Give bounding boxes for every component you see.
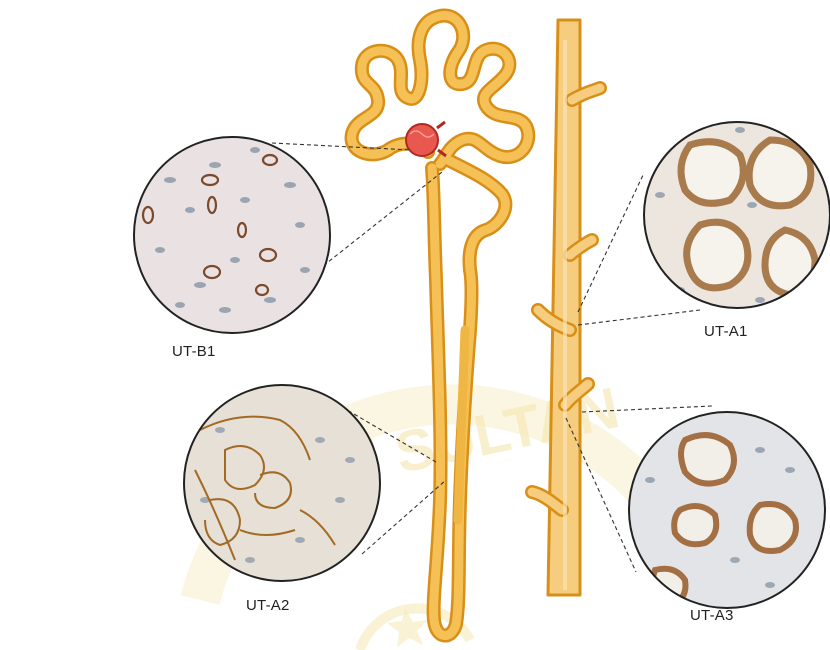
micrograph-ut-b1 [134,137,330,333]
label-ut-a3: UT-A3 [690,607,734,624]
micrograph-ut-a3 [629,412,825,608]
label-ut-a1: UT-A1 [704,323,748,340]
collecting-duct [532,20,600,595]
micrograph-ut-a1 [644,122,830,308]
micrograph-ut-a2 [184,385,380,581]
glomerulus [406,122,446,156]
label-ut-b1: UT-B1 [172,343,216,360]
nephron-tubule [352,16,529,636]
label-ut-a2: UT-A2 [246,597,290,614]
